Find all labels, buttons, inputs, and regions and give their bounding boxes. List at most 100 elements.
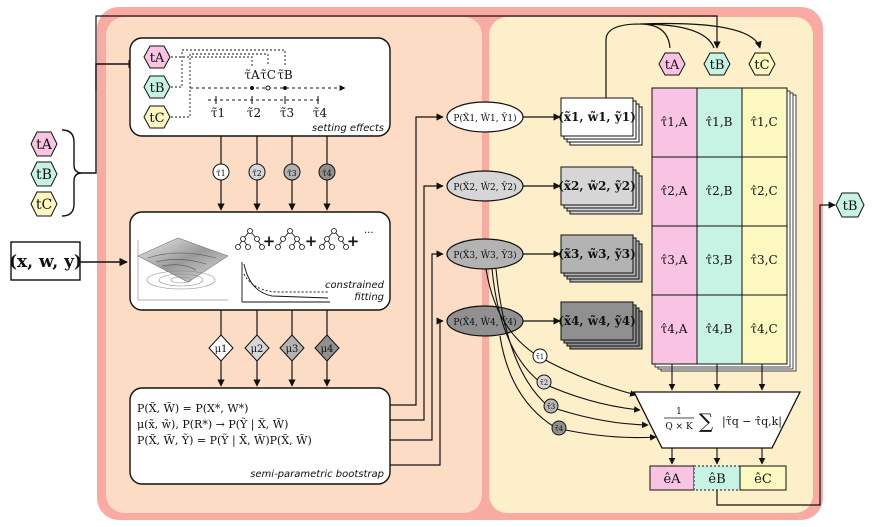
error-frac-den: Q × K — [665, 422, 693, 432]
setting-a-hexagon — [30, 131, 58, 157]
grid-cell: τ̂2,C — [750, 184, 777, 198]
sample-2-label: (x̃2, w̃2, ỹ2) — [558, 179, 636, 193]
grid-header-c-label: tC — [754, 58, 769, 73]
error-b-box — [693, 465, 741, 491]
grid-cell: τ̂3,A — [661, 253, 688, 267]
side-tau-2 — [536, 374, 552, 390]
effect-point-b — [283, 86, 287, 90]
setting-a-label: tA — [36, 137, 53, 153]
setting-effects-caption: setting effects — [312, 123, 384, 134]
side-tau-2-label: τ̃2 — [540, 378, 548, 387]
mu-node-2 — [244, 334, 270, 362]
sample-4-label: (x̃4, w̃4, ỹ4) — [558, 314, 636, 328]
grid-cell: τ̂3,B — [706, 253, 733, 267]
effects-setting-a-label: tA — [150, 51, 165, 66]
tau-node-1 — [212, 163, 230, 181]
sample-1-label: (x̃1, w̃1, ỹ1) — [558, 110, 636, 124]
output-setting-hexagon — [835, 192, 865, 218]
side-tau-1 — [532, 348, 548, 364]
grid-cell: τ̂2,B — [706, 184, 733, 198]
effects-setting-a-hexagon — [143, 45, 171, 69]
fitting-caption-line1: constrained — [325, 280, 385, 291]
settings-bracket — [61, 129, 83, 217]
data-input-label: (x, w, y) — [9, 252, 82, 272]
sample-stack-2 — [560, 166, 643, 215]
mu-node-3-label: μ3 — [286, 344, 299, 355]
error-body: |τ̃q − τ̂q,k| — [722, 415, 782, 429]
sample-3-label: (x̃3, w̃3, ỹ3) — [558, 247, 636, 261]
setting-effects-box — [129, 37, 391, 137]
mu-node-1 — [208, 334, 234, 362]
fitting-caption-line2: fitting — [354, 292, 384, 303]
tree-plus-3: + — [347, 232, 360, 250]
tau-node-1-label: τ̃1 — [216, 169, 226, 178]
constrained-fitting-box — [129, 211, 391, 311]
effects-scale-ticks — [215, 96, 319, 104]
error-aggregator — [632, 391, 802, 449]
setting-b-hexagon — [30, 161, 58, 187]
effects-setting-c-label: tC — [149, 111, 164, 126]
tau-node-3 — [283, 163, 301, 181]
data-input-box — [10, 241, 81, 281]
tree-plus-1: + — [263, 232, 276, 250]
side-tau-4 — [551, 420, 567, 436]
effects-setting-b-hexagon — [143, 75, 171, 99]
bootstrap-caption: semi-parametric bootstrap — [250, 469, 384, 480]
grid-header-a-label: tA — [665, 58, 680, 73]
bootstrap-box — [129, 387, 391, 485]
grid-cell: τ̂3,C — [750, 253, 777, 267]
effect-tick-2: τ̃2 — [247, 106, 261, 120]
side-tau-4-label: τ̃4 — [555, 424, 564, 433]
grid-header-a-hexagon — [658, 52, 686, 76]
side-tau-3 — [543, 398, 559, 414]
mu-node-4 — [314, 334, 340, 362]
error-b-label: êB — [708, 472, 725, 487]
error-output-arrows — [668, 448, 766, 465]
mu-node-2-label: μ2 — [251, 344, 264, 355]
tau-node-2 — [248, 163, 266, 181]
tree-ellipsis: ··· — [364, 228, 374, 239]
distribution-to-sample-arrows — [523, 113, 561, 325]
mu-node-1-label: μ1 — [215, 344, 228, 355]
mu-node-3 — [279, 334, 305, 362]
sample-stack-4 — [560, 301, 643, 350]
tau-node-4-label: τ̃4 — [322, 169, 332, 178]
error-frac-num: 1 — [676, 407, 682, 417]
grid-cell: τ̂4,A — [661, 322, 688, 336]
grid-cell: τ̂1,A — [661, 115, 688, 129]
effect-mark-a: τ̃A — [244, 68, 260, 82]
grid-row-dividers — [652, 156, 787, 296]
tau-node-2-label: τ̃2 — [252, 169, 262, 178]
setting-c-hexagon — [30, 191, 58, 217]
grid-cell: τ̂1,B — [706, 115, 733, 129]
loss-surface-plot — [137, 237, 229, 301]
tree-ensemble-icon — [235, 228, 349, 250]
distribution-1-label: P(X̃1, W̃1, Ỹ1) — [453, 112, 516, 124]
setting-c-label: tC — [36, 197, 52, 213]
settings-arrow-line — [82, 59, 137, 174]
sample-stack-3 — [560, 234, 643, 283]
effect-point-a — [250, 86, 254, 90]
error-sum: ∑ — [699, 409, 714, 433]
effects-setting-b-label: tB — [150, 81, 165, 96]
setting-b-label: tB — [36, 167, 52, 183]
grid-cell: τ̂2,A — [661, 184, 688, 198]
distribution-3-label: P(X̃3, W̃3, Ỹ3) — [453, 249, 516, 261]
error-c-label: êC — [754, 472, 772, 487]
grid-header-c-hexagon — [748, 52, 776, 76]
grid-cell: τ̂4,B — [706, 322, 733, 336]
tau-node-4 — [318, 163, 336, 181]
loss-curve-plot — [241, 262, 330, 303]
bootstrap-line2: μ(x̃, w̃), P(R*) → P(Ỹ | X̃, W̃) — [137, 417, 288, 432]
tree-plus-2: + — [305, 232, 318, 250]
bootstrap-line1: P(X̃, W̃) = P(X*, W*) — [137, 402, 248, 415]
side-tau-1-label: τ̃1 — [536, 352, 544, 361]
grid-to-error-arrows — [668, 364, 766, 391]
error-a-label: êA — [663, 472, 681, 487]
tau-node-3-label: τ̃3 — [287, 169, 297, 178]
side-tau-3-label: τ̃3 — [547, 402, 555, 411]
distribution-2-label: P(X̃2, W̃2, Ỹ2) — [453, 181, 516, 193]
effects-setting-c-hexagon — [143, 105, 171, 129]
effect-point-c — [265, 85, 271, 91]
error-c-box — [739, 465, 787, 491]
